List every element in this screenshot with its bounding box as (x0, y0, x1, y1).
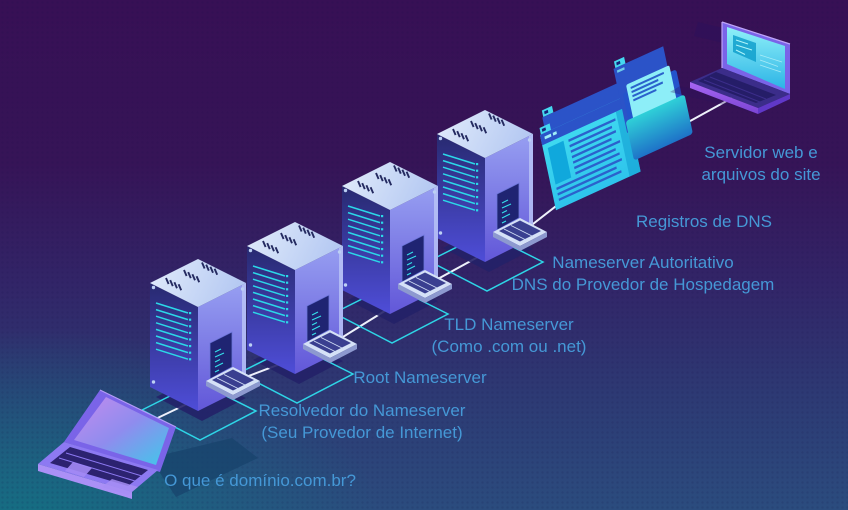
server-tower-resolver-icon (141, 258, 261, 441)
server-tower-root-icon (238, 221, 358, 404)
label-web-server-line2: arquivos do site (701, 165, 821, 184)
label-web-server: Servidor web e arquivos do site (681, 142, 841, 186)
label-dns-records: Registros de DNS (624, 211, 784, 233)
label-authoritative-line1: Nameserver Autoritativo (552, 253, 734, 272)
label-authoritative: Nameserver Autoritativo DNS do Provedor … (503, 252, 783, 296)
browser-window-icon (539, 80, 641, 211)
label-resolver-line1: Resolvedor do Nameserver (258, 401, 466, 420)
label-resolver-line2: (Seu Provedor de Internet) (261, 423, 463, 442)
label-dns-records-line1: Registros de DNS (635, 212, 773, 231)
label-query-line1: O que é domínio.com.br? (164, 471, 356, 490)
folder-icon (613, 46, 693, 160)
web-server-laptop-icon (670, 21, 791, 114)
client-laptop-icon (38, 389, 258, 499)
label-tld: TLD Nameserver (Como .com ou .net) (419, 314, 599, 358)
label-web-server-line1: Servidor web e (704, 143, 818, 162)
label-resolver: Resolvedor do Nameserver (Seu Provedor d… (252, 400, 472, 444)
label-root: Root Nameserver (350, 367, 490, 389)
label-root-line1: Root Nameserver (353, 368, 487, 387)
label-tld-line2: (Como .com ou .net) (431, 337, 587, 356)
label-query: O que é domínio.com.br? (150, 470, 370, 492)
label-tld-line1: TLD Nameserver (444, 315, 574, 334)
label-authoritative-line2: DNS do Provedor de Hospedagem (511, 275, 775, 294)
